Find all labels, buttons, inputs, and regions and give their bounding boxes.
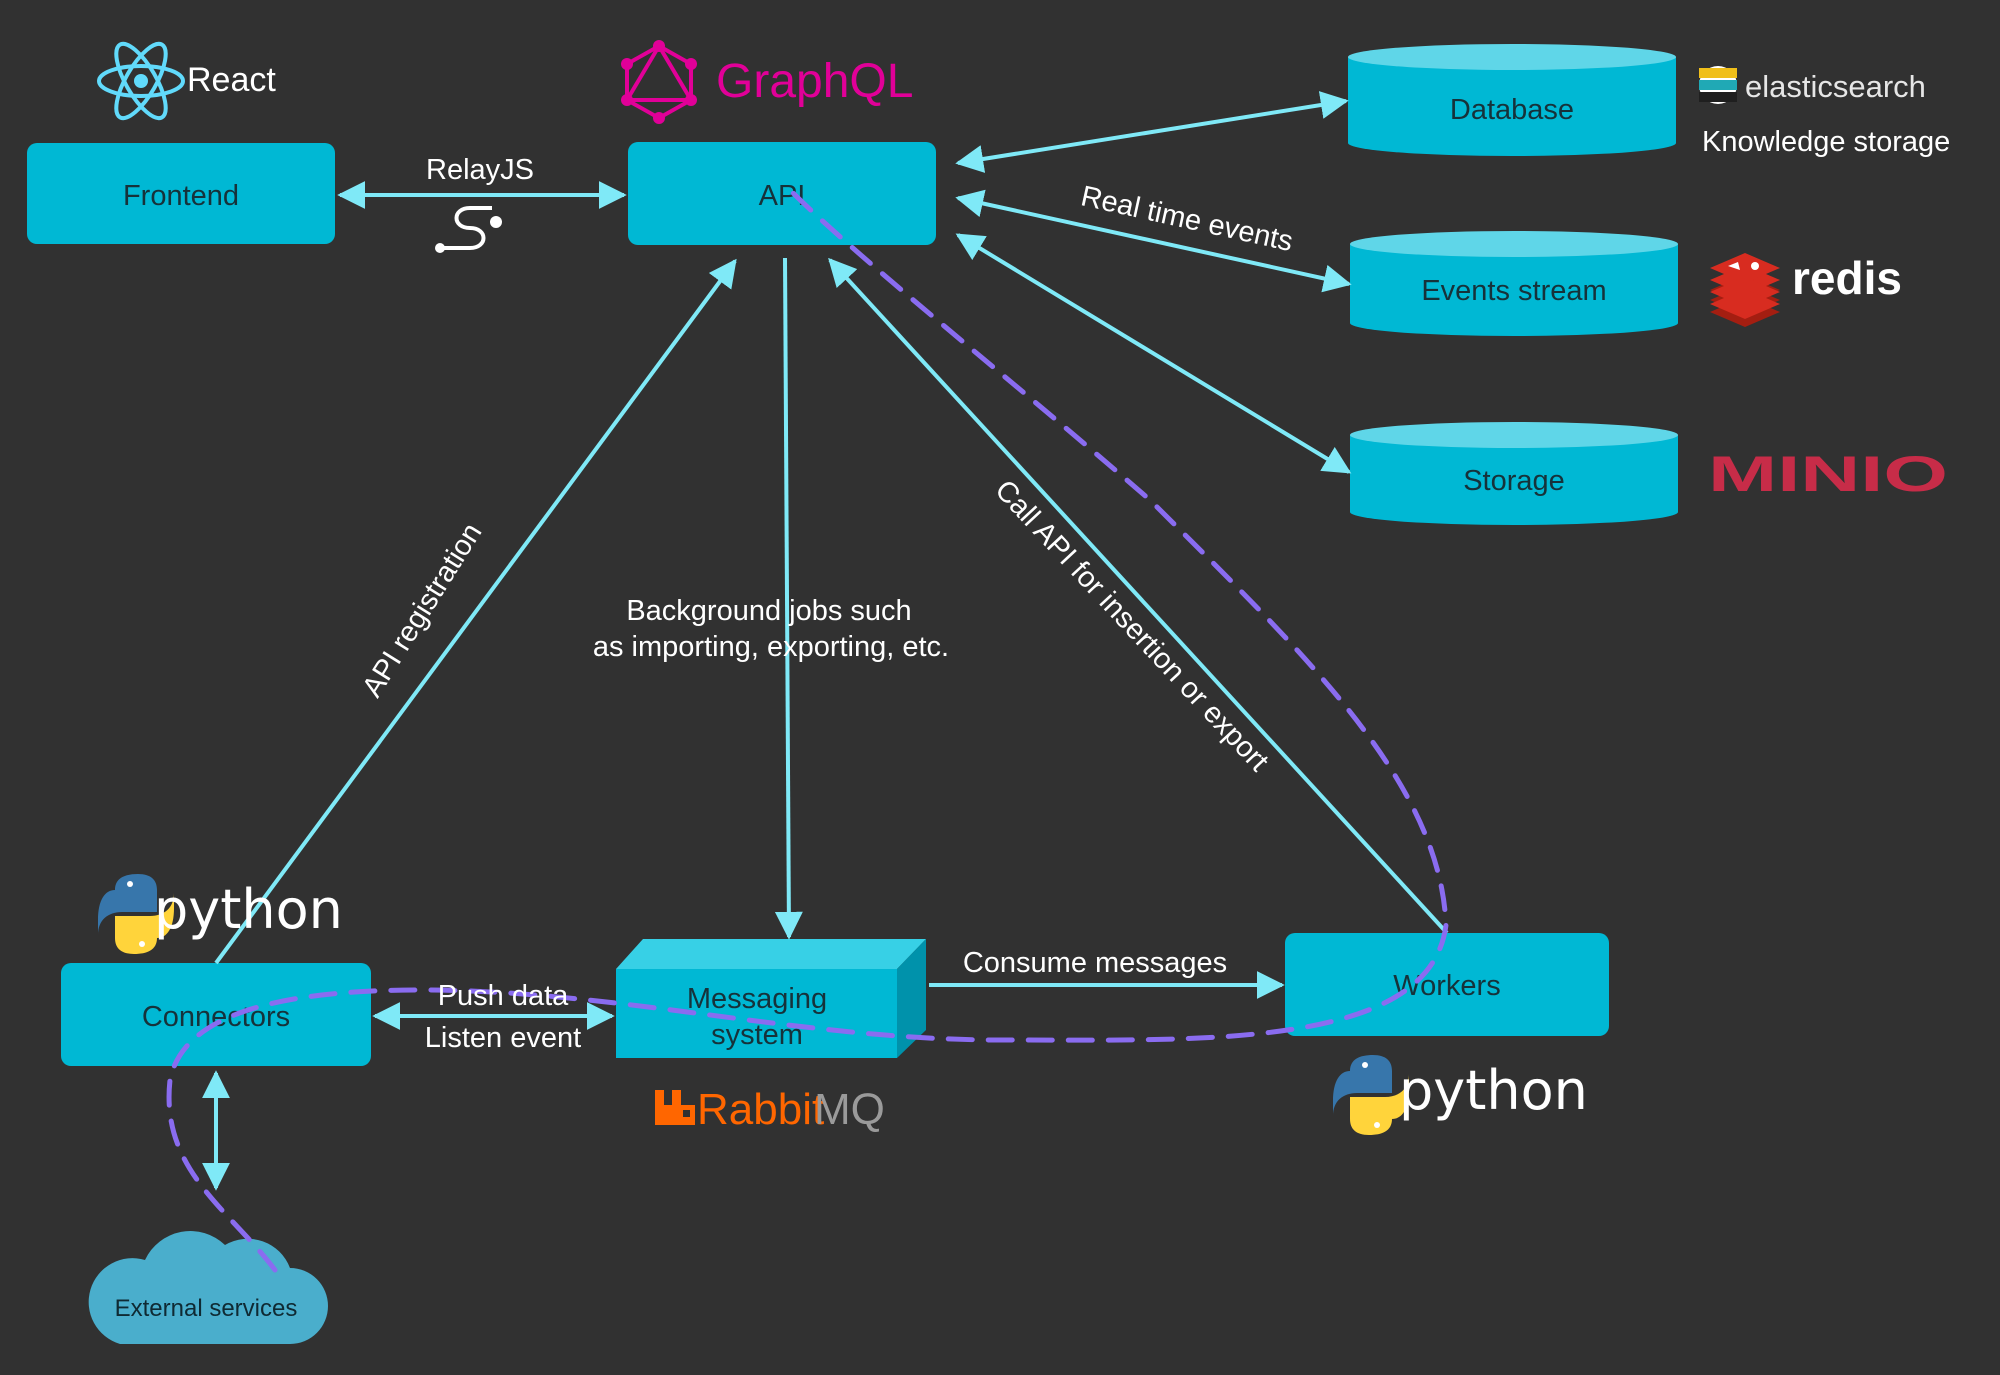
react-logo: React [97,41,276,121]
consume-messages-label: Consume messages [963,947,1227,979]
dashed-data-flow-path [166,187,1449,1273]
background-jobs-label-line2: as importing, exporting, etc. [593,631,949,663]
graphql-logo: GraphQL [621,40,913,124]
rabbitmq-logo-text-mq: MQ [814,1085,885,1134]
external-services-cloud[interactable]: External services [88,1231,328,1344]
api-node[interactable]: API [628,142,936,245]
rabbitmq-logo-text-rabbit: Rabbit [697,1085,824,1134]
connectors-node[interactable]: Connectors [61,963,371,1066]
python-logo-connectors: python [98,874,343,954]
minio-logo-text: MINIO [1708,446,1948,502]
connectors-api-arrow [214,258,737,965]
python-text-workers: python [1399,1059,1588,1122]
python-icon [98,874,174,954]
rabbitmq-icon [655,1090,695,1125]
connectors-label: Connectors [142,1001,290,1033]
storage-node[interactable]: Storage [1350,422,1678,525]
database-label: Database [1450,94,1574,126]
react-icon [97,41,185,121]
workers-api-arrow [828,257,1449,935]
api-database-arrow [955,91,1349,173]
elasticsearch-logo-text: elasticsearch [1745,69,1926,104]
relayjs-label: RelayJS [426,154,534,186]
arrows [202,91,1449,1191]
rabbitmq-logo: Rabbit MQ [655,1085,885,1134]
call-api-label: Call API for insertion or export [989,474,1275,778]
redis-logo-text: redis [1792,252,1902,304]
graphql-icon [621,40,697,124]
listen-event-label: Listen event [425,1022,581,1054]
elasticsearch-icon [1699,66,1737,104]
database-node[interactable]: Database [1348,44,1676,156]
frontend-label: Frontend [123,180,239,212]
graphql-logo-text: GraphQL [716,55,913,108]
python-logo-workers: python [1333,1055,1588,1135]
api-messaging-arrow [774,257,803,940]
external-services-label: External services [115,1295,298,1322]
storage-label: Storage [1463,465,1565,497]
push-data-label: Push data [438,980,569,1012]
minio-logo: MINIO [1708,446,1948,502]
background-jobs-label-line1: Background jobs such [626,595,911,627]
api-registration-label: API registration [356,518,488,703]
api-storage-arrow [955,233,1352,474]
python-text-connectors: python [154,878,343,941]
knowledge-storage-label: Knowledge storage [1702,126,1950,158]
python-icon [1333,1055,1409,1135]
react-logo-text: React [187,61,276,99]
events-stream-label: Events stream [1421,275,1606,307]
messaging-label-line1: Messaging [687,983,827,1015]
workers-label: Workers [1393,970,1500,1002]
relay-icon [435,206,502,253]
frontend-node[interactable]: Frontend [27,143,335,244]
redis-icon [1710,253,1780,327]
elasticsearch-logo: elasticsearch Knowledge storage [1699,66,1950,158]
redis-logo: redis [1710,252,1902,327]
events-stream-node[interactable]: Events stream [1350,231,1678,336]
messaging-system-node[interactable]: Messaging system [616,939,926,1058]
